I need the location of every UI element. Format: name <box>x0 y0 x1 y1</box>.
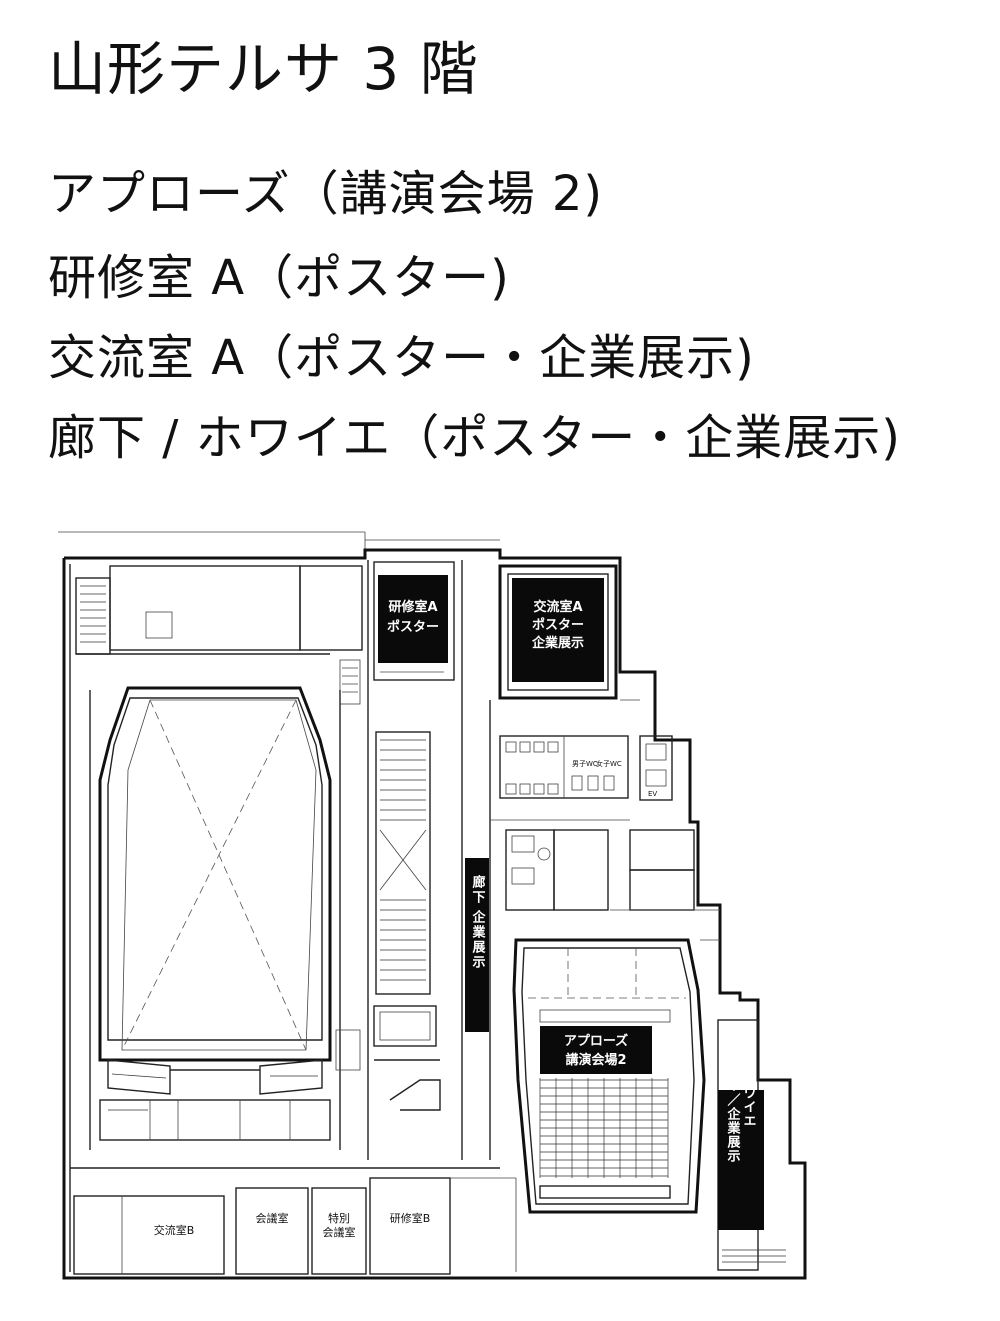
south-rooms: 交流室B 会議室 特別 会議室 研修室B <box>70 1167 517 1275</box>
room-list-item-kenshu-a: 研修室 A（ポスター) <box>48 250 510 306</box>
main-hall <box>89 686 361 1150</box>
kaigi-label: 会議室 <box>256 1211 289 1225</box>
central-corridor <box>367 560 463 1160</box>
applause-sublabel: 講演会場2 <box>565 1052 626 1068</box>
north-offices <box>75 565 363 705</box>
mens-wc-label: 男子WC <box>572 760 598 768</box>
elevator-label: EV <box>648 790 657 798</box>
rouka-highlight <box>465 858 489 1032</box>
tokubetsu-label-1: 特別 <box>328 1211 350 1225</box>
koryu-a-highlight <box>512 578 604 682</box>
kenshu-a-highlight <box>378 575 448 663</box>
room-applause: アプローズ 講演会場2 <box>512 938 706 1214</box>
room-foyer: ホワイエ ポスター／企業展示 <box>717 1019 786 1271</box>
page-title: 山形テルサ 3 階 <box>48 35 479 103</box>
applause-seating <box>539 1078 669 1178</box>
room-kenshu-a: 研修室A ポスター <box>373 561 455 681</box>
service-core: 男子WC 女子WC EV <box>499 735 695 911</box>
kenshu-a-label: 研修室A <box>388 599 437 615</box>
rouka-label: 廊下 <box>470 874 486 905</box>
tokubetsu-label-2: 会議室 <box>323 1225 356 1239</box>
foyer-label: ホワイエ <box>741 1072 757 1128</box>
room-koryu-a: 交流室A ポスター 企業展示 <box>498 564 618 700</box>
building-outline <box>58 531 807 1280</box>
koryu-a-sublabel-2: 企業展示 <box>531 635 584 651</box>
kenshu-b-label: 研修室B <box>390 1211 431 1225</box>
kenshu-a-sublabel: ポスター <box>387 619 439 635</box>
foyer-highlight <box>718 1090 764 1230</box>
room-list-item-applause: アプローズ（講演会場 2) <box>48 166 604 222</box>
room-rouka: 廊下 企業展示 <box>465 858 489 1032</box>
misc-walls <box>489 699 720 1160</box>
room-list-item-koryu-a: 交流室 A（ポスター・企業展示) <box>48 330 755 386</box>
applause-highlight <box>540 1026 652 1074</box>
applause-label: アプローズ <box>564 1033 628 1049</box>
koryu-a-sublabel-1: ポスター <box>532 617 584 633</box>
koryu-b-label: 交流室B <box>154 1223 195 1237</box>
womens-wc-label: 女子WC <box>596 759 622 768</box>
rouka-sublabel: 企業展示 <box>470 909 487 970</box>
room-list-item-rouka: 廊下 / ホワイエ（ポスター・企業展示) <box>48 410 901 466</box>
koryu-a-label: 交流室A <box>533 599 582 615</box>
foyer-sublabel: ポスター／企業展示 <box>725 1036 742 1163</box>
